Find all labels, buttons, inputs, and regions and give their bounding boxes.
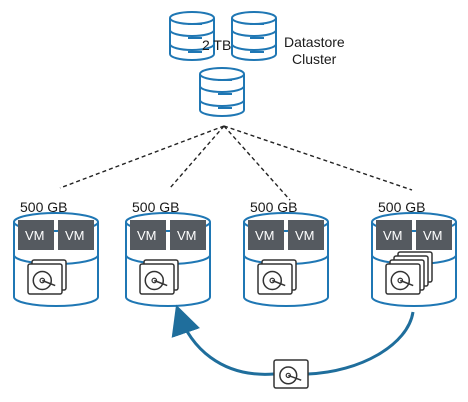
dashed-line [223,125,291,201]
vm-box [170,220,206,250]
vm-box [288,220,324,250]
datastore: 500 GB VM VM [125,199,211,307]
vm-box [376,220,412,250]
vm-label: VM [177,228,197,243]
vm-box [58,220,94,250]
disk-icon [385,263,421,295]
migration-arrow-tail [307,311,415,376]
cluster-name-line1: Datastore [284,34,345,50]
vm-box [130,220,166,250]
vm-label: VM [65,228,85,243]
dashed-connections [59,125,413,201]
datastore-capacity-label: 500 GB [378,199,425,215]
cluster-capacity-label: 2 TB [202,37,231,53]
datastore: 500 GB VM VM [13,199,99,307]
vm-box [416,220,452,250]
vm-label: VM [383,228,403,243]
dashed-line [169,125,225,189]
vm-label: VM [25,228,45,243]
cluster-name-line2: Cluster [292,51,337,67]
datastore-capacity-label: 500 GB [132,199,179,215]
disk-icon [257,263,293,295]
vm-label: VM [423,228,443,243]
vm-label: VM [137,228,157,243]
vm-label: VM [255,228,275,243]
vm-label: VM [295,228,315,243]
datastore: 500 GB VM VM [371,199,457,307]
dashed-line [223,125,413,191]
datastore-capacity-label: 500 GB [20,199,67,215]
disk-icon [139,263,175,295]
dashed-line [59,125,225,189]
disk-icon [27,263,63,295]
datastore: 500 GB VM VM [243,199,329,307]
migration-arrow [171,304,275,376]
migrating-disk-icon [273,359,309,389]
datastore-row: 500 GB VM VM 500 GB VM VM 500 GB VM VM 500 GB VM VM [13,199,457,307]
cluster-db-icon-right [231,11,277,61]
vm-box [248,220,284,250]
cluster-db-icon-bottom [199,67,245,117]
vm-box [18,220,54,250]
datastore-capacity-label: 500 GB [250,199,297,215]
cluster-db-icon-left [169,11,215,61]
